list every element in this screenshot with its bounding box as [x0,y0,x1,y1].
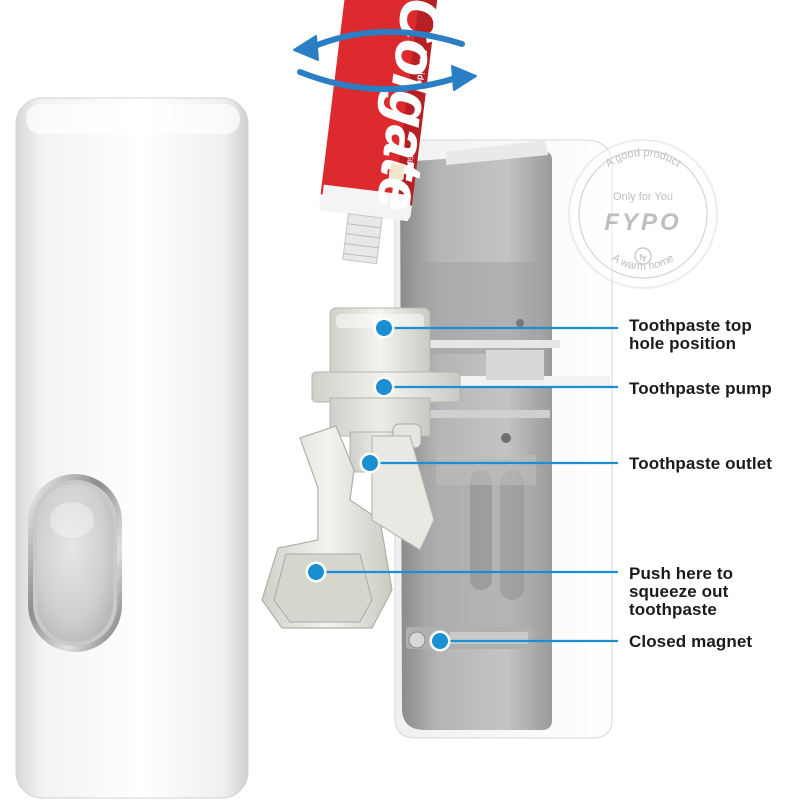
callout-label-pump: Toothpaste pump [629,379,772,398]
dispenser-body [394,139,613,739]
tube-subtitle: Fluoride [415,49,429,85]
viewing-window [28,474,122,652]
tube-weight: 250 g [404,150,415,171]
callout-dot-icon-pump [376,379,392,395]
callout-leaders [305,317,618,652]
callout-label-push: Push here to squeeze out toothpaste [629,564,734,619]
rotate-arrows-icon [293,28,477,92]
callout-label-magnet: Closed magnet [629,632,753,651]
stamp-brand: FYPO [604,209,681,236]
callout-dot-icon-magnet [432,633,448,649]
stamp-emblem: fy [639,253,647,262]
front-cover [15,97,249,799]
watermark-stamp: A good product A warm home Only for You … [568,139,718,289]
callout-label-outlet: Toothpaste outlet [629,454,773,473]
callout-label-top-hole: Toothpaste top hole position [629,316,752,353]
stamp-line1: Only for You [613,191,673,203]
callout-dot-icon-outlet [362,455,378,471]
closed-magnet-bar [406,627,532,649]
callout-dot-icon-top-hole [376,320,392,336]
callout-dot-icon-push [308,564,324,580]
pump-assembly [261,307,461,629]
